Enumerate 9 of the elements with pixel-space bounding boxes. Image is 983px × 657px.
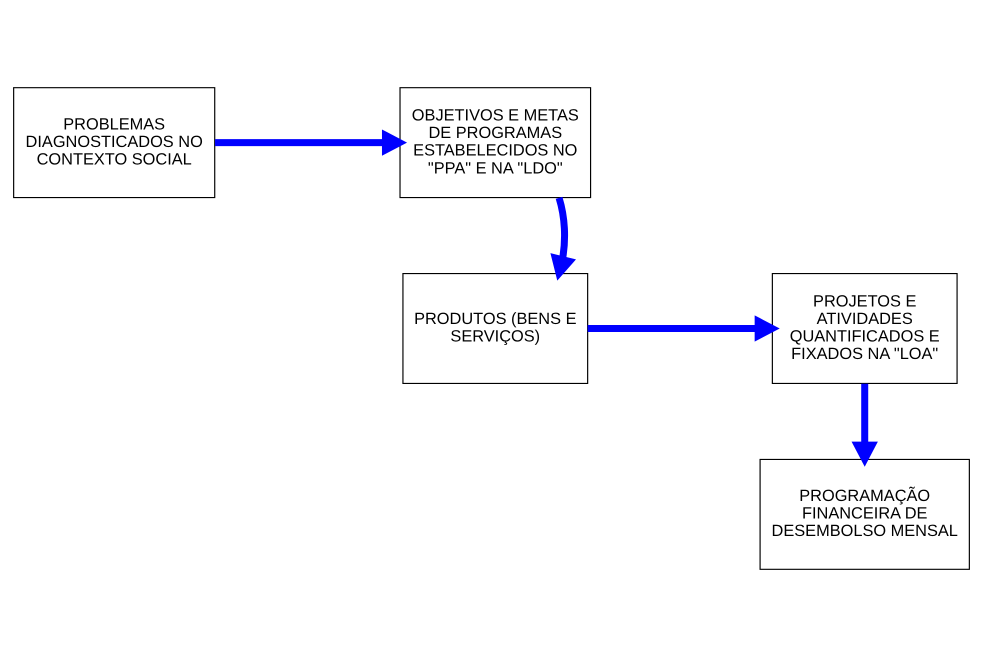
node-box: PROGRAMAÇÃO FINANCEIRA DE DESEMBOLSO MENSAL <box>760 458 970 570</box>
node-box: PRODUTOS (BENS E SERVIÇOS) <box>402 272 588 384</box>
node-box: PROJETOS E ATIVIDADES QUANTIFICADOS E FIXADOS NA "LOA" <box>772 272 958 384</box>
arrow <box>852 384 878 467</box>
arrow <box>215 129 408 156</box>
node-box: OBJETIVOS E METAS DE PROGRAMAS ESTABELECIDOS NO "PPA" E NA "LDO" <box>399 87 592 198</box>
arrow <box>550 196 576 281</box>
node-box: PROBLEMAS DIAGNOSTICADOS NO CONTEXTO SOCIAL <box>13 87 216 198</box>
arrow <box>588 315 780 342</box>
